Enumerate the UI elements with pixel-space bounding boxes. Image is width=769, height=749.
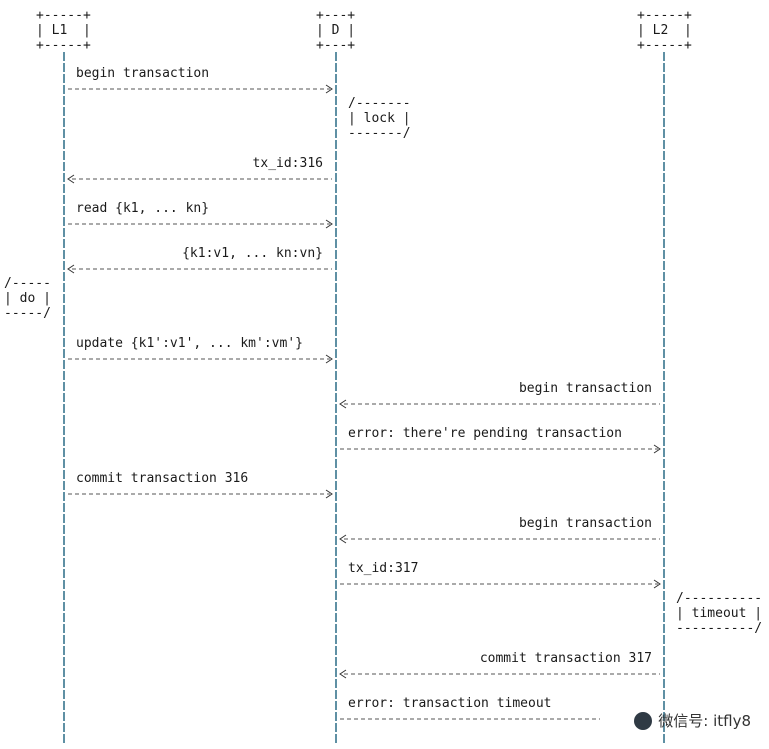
msg-label-5: begin transaction: [518, 381, 652, 396]
wechat-icon: [634, 711, 653, 730]
msg-label-6: error: there're pending transaction: [348, 426, 622, 441]
participant-box-d: +---+ | D | +---+: [316, 8, 356, 53]
msg-label-4: update {k1':v1', ... km':vm'}: [76, 336, 303, 351]
arrowhead-4: [325, 354, 333, 364]
msg-label-2: read {k1, ... kn}: [76, 201, 210, 216]
participant-box-l2: +-----+ | L2 | +-----+: [637, 8, 692, 53]
note-timeout-text: timeout: [691, 606, 747, 621]
msg-label-1: tx_id:316: [252, 156, 323, 171]
msg-label-10: commit transaction 317: [479, 651, 652, 666]
msg-label-0: begin transaction: [76, 66, 210, 81]
arrowhead-7: [325, 489, 333, 499]
arrowhead-0: [325, 84, 333, 94]
participant-box-l1: +-----+ | L1 | +-----+: [36, 8, 91, 53]
note-lock-text: lock: [363, 111, 395, 126]
arrowhead-1: [67, 174, 75, 184]
watermark: 微信号: itfly8: [634, 710, 751, 731]
arrowhead-9: [653, 579, 661, 589]
msg-label-7: commit transaction 316: [76, 471, 249, 486]
arrowhead-5: [339, 399, 347, 409]
note-do: /----- | do | -----/: [4, 276, 51, 321]
note-timeout: /---------- | timeout | ----------/: [676, 591, 763, 636]
msg-label-3: {k1:v1, ... kn:vn}: [182, 246, 323, 261]
arrowhead-3: [67, 264, 75, 274]
participant-l1: L1: [51, 23, 68, 38]
arrowhead-8: [339, 534, 347, 544]
note-lock: /------- | lock | -------/: [348, 96, 411, 141]
msg-label-9: tx_id:317: [348, 561, 419, 576]
msg-label-11: error: transaction timeout: [348, 696, 552, 711]
watermark-text: 微信号: itfly8: [658, 712, 751, 730]
arrowhead-2: [325, 219, 333, 229]
arrowhead-6: [653, 444, 661, 454]
participant-d: D: [331, 23, 340, 38]
arrowhead-10: [339, 669, 347, 679]
note-do-text: do: [19, 291, 36, 306]
msg-label-8: begin transaction: [518, 516, 652, 531]
participant-l2: L2: [652, 23, 669, 38]
